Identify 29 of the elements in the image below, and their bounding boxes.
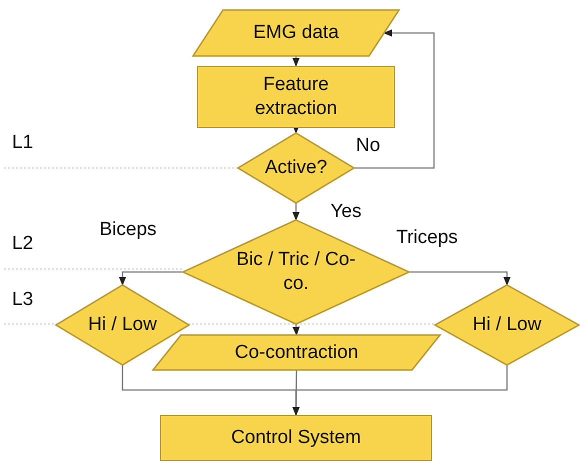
process-box <box>160 415 432 461</box>
edge-label: No <box>356 135 380 157</box>
node-label: EMG data <box>253 21 339 45</box>
edge-label: Biceps <box>99 219 157 241</box>
node-label: Hi / Low <box>88 313 157 337</box>
level-label: L1 <box>12 132 34 154</box>
node-label: Feature extraction <box>254 73 338 121</box>
data-parallelogram <box>193 10 399 56</box>
process-box <box>197 66 395 128</box>
node-label: Control System <box>231 426 361 450</box>
arrow <box>118 271 183 286</box>
level-label: L2 <box>12 233 34 255</box>
node-label: Co-contraction <box>234 340 358 364</box>
level-label: L3 <box>12 289 34 311</box>
arrow <box>409 271 511 286</box>
node-label: Hi / Low <box>472 313 542 337</box>
decision-diamond <box>56 285 189 365</box>
arrow <box>292 203 300 221</box>
node-label: Bic / Tric / Co-co. <box>236 248 356 296</box>
edge-label: Triceps <box>396 227 458 249</box>
arrow <box>354 29 435 169</box>
data-parallelogram <box>153 335 440 370</box>
arrow <box>292 365 508 416</box>
arrow <box>292 56 300 67</box>
arrow <box>292 324 300 336</box>
decision-diamond <box>238 133 354 203</box>
decision-diamond <box>435 285 579 365</box>
edge-label: Yes <box>330 201 362 223</box>
node-label: Active? <box>264 156 328 180</box>
